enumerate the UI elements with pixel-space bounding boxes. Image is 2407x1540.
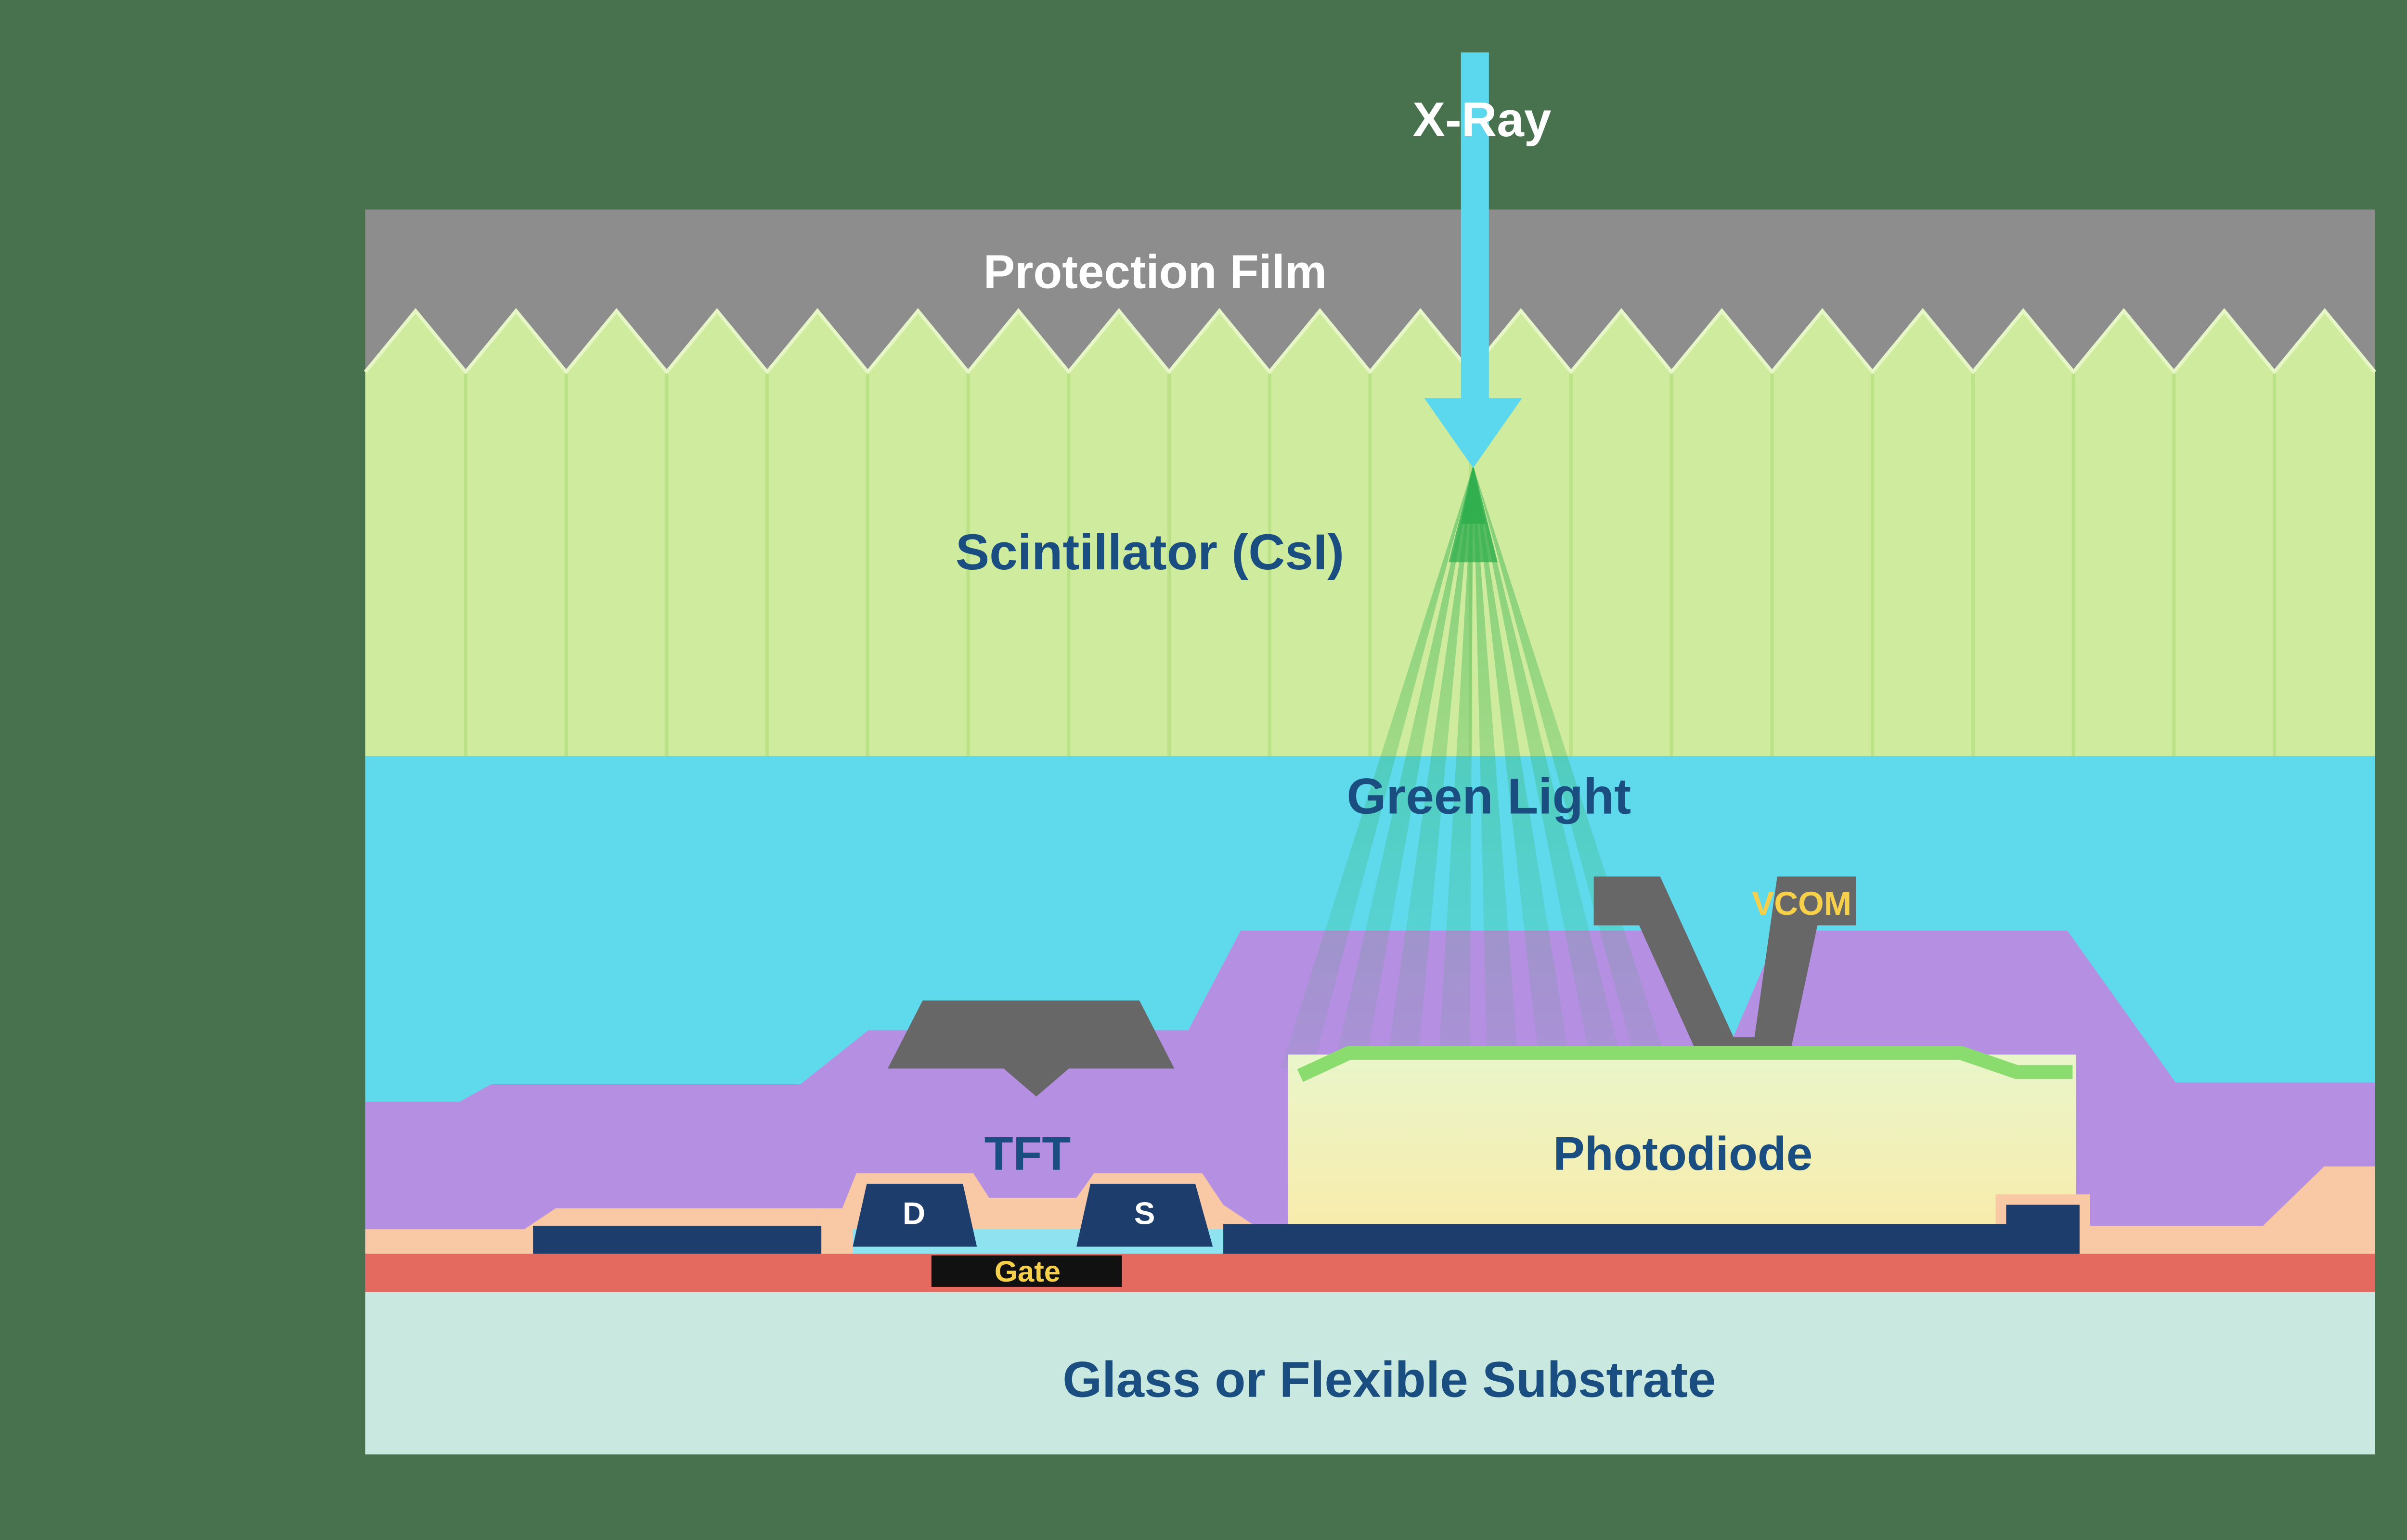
tft-label: TFT [984,1127,1071,1180]
shield-electrode [888,1000,1175,1097]
scintillator-label: Scintillator (CsI) [956,524,1344,580]
substrate-layer [365,1292,2375,1455]
xray-arrow-head [1424,398,1522,468]
photodiode-body [1288,1054,2076,1224]
data-line-left [533,1225,822,1254]
passivation-right [2083,1166,2375,1254]
drain-electrode [853,1183,977,1247]
substrate-label: Glass or Flexible Substrate [1062,1352,1716,1408]
photodiode-contact-line [1297,1046,2073,1082]
drain-label: D [903,1195,925,1231]
scintillator-layer [363,308,2377,756]
source-electrode [1076,1183,1213,1247]
xray-arrow-shaft [1461,52,1489,402]
protection-film-layer [365,209,2375,376]
vcom-label: VCOM [1752,885,1851,922]
light-core-inner [1461,464,1486,524]
source-label: S [1134,1195,1155,1231]
scintillator-top-edge [363,308,2377,375]
xray-arrow [1424,52,1522,468]
shield-electrode-notch [999,1065,1073,1097]
bottom-electrode-line [1223,1205,2080,1254]
gate-electrode [931,1255,1122,1287]
gate-label: Gate [995,1255,1061,1288]
green-light-label: Green Light [1347,769,1631,825]
shield-electrode-body [888,1000,1175,1069]
photodiode-label: Photodiode [1553,1127,1812,1180]
xray-label: X-Ray [1412,92,1551,147]
gate-insulator-layer [365,1253,2375,1292]
protection-film-label: Protection Film [984,245,1327,298]
photodiode: Photodiode [1288,1046,2076,1224]
vcom-electrode [1593,876,1856,1072]
metal-lines [533,1183,2080,1254]
